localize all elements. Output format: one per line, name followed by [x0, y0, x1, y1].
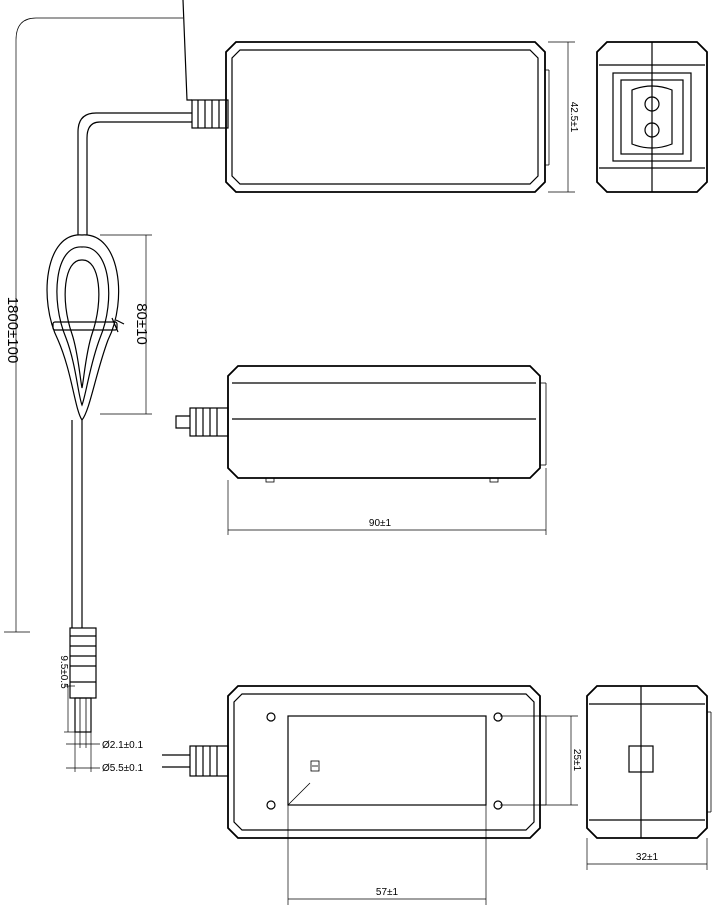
- dim-inner-diameter-label: Ø2.1±0.1: [102, 740, 144, 751]
- dim-label-width-label: 57±1: [376, 887, 399, 898]
- dim-bottom-height: 25±1: [500, 715, 582, 806]
- label-area: [287, 715, 487, 806]
- dim-plug-length-label: 9.5±0.5: [58, 655, 69, 689]
- cable-coil: [46, 234, 125, 422]
- strain-relief-side: [175, 407, 229, 437]
- dim-plug-length: 9.5±0.5: [58, 655, 75, 733]
- ac-inlet-icon: [631, 85, 673, 149]
- dim-outer-diameter-label: Ø5.5±0.1: [102, 763, 144, 774]
- adapter-end-view: [596, 41, 708, 193]
- dim-height: 42.5±1: [548, 41, 579, 193]
- dim-depth-label: 32±1: [636, 852, 659, 863]
- adapter-top-view: [225, 41, 550, 193]
- dim-diameters: Ø2.1±0.1 Ø5.5±0.1: [66, 732, 144, 774]
- dim-length: 90±1: [227, 468, 547, 535]
- strain-relief-top: [191, 99, 229, 129]
- dc-plug: [69, 627, 97, 733]
- dim-cable-length-label: 1800±100: [4, 297, 21, 364]
- dim-length-label: 90±1: [369, 518, 392, 529]
- dim-label-width: 57±1: [287, 805, 487, 905]
- dim-height-label: 42.5±1: [568, 102, 579, 133]
- adapter-end-view-bottom: [586, 685, 712, 839]
- dim-cable-length: 1800±100: [4, 17, 183, 633]
- adapter-bottom-view: [227, 685, 547, 839]
- dim-bottom-height-label: 25±1: [571, 749, 582, 772]
- dim-coil-length: 80±10: [100, 234, 152, 415]
- strain-relief-bottom: [162, 745, 229, 777]
- dim-coil-length-label: 80±10: [133, 303, 150, 345]
- adapter-side-view: [227, 365, 547, 483]
- cable: [71, 0, 192, 628]
- dim-depth: 32±1: [586, 838, 708, 870]
